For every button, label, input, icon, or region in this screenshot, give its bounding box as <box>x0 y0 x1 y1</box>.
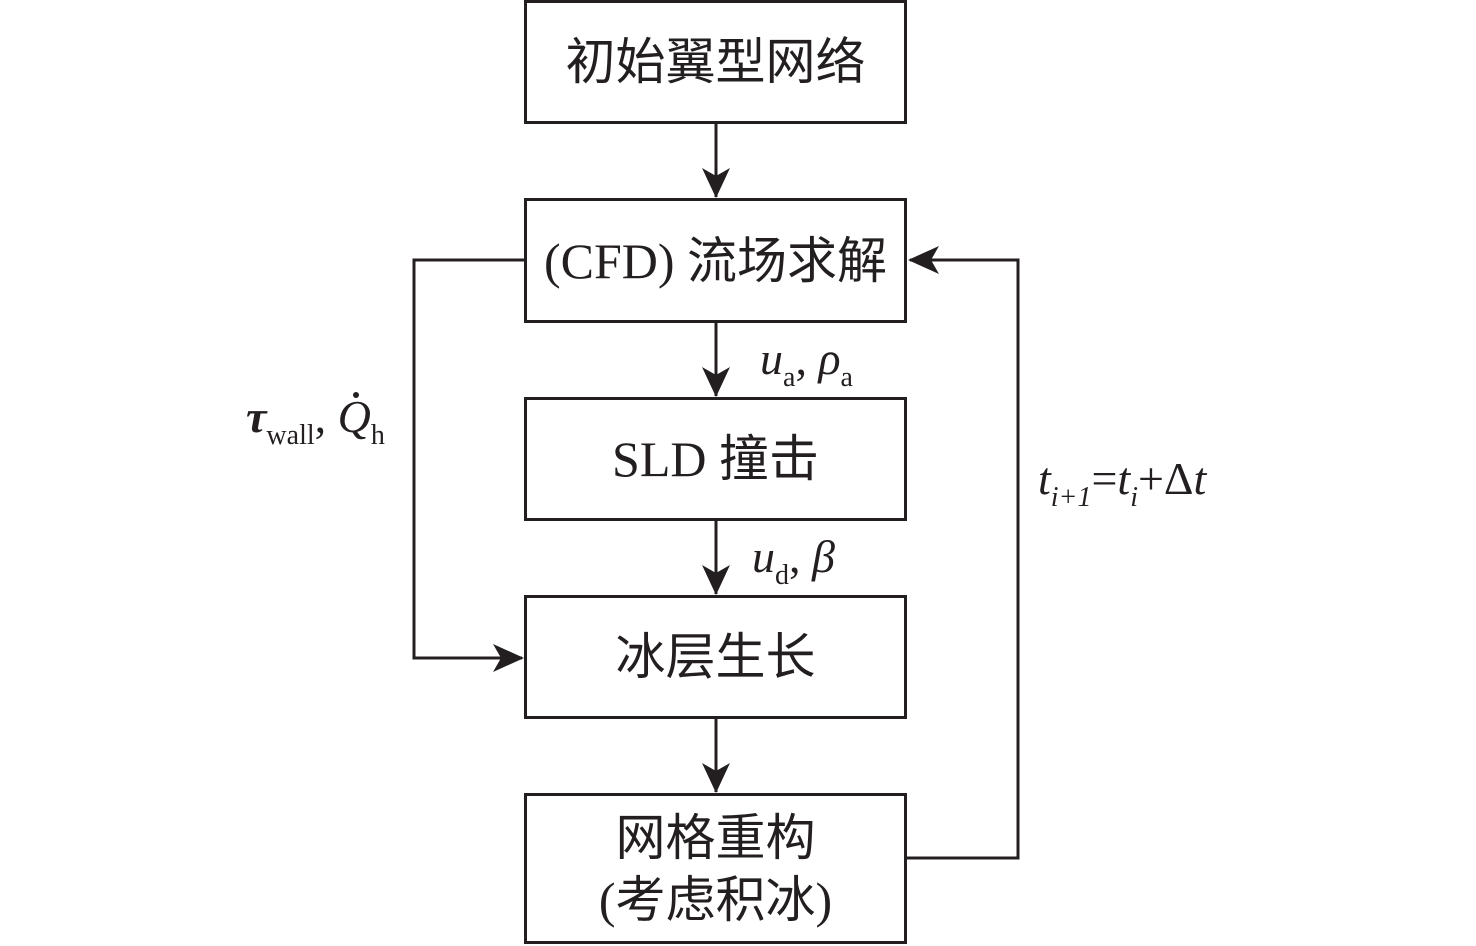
node-ice-growth: 冰层生长 <box>524 595 907 719</box>
arrowheads <box>493 168 939 793</box>
q-dot-symbol: Q <box>337 391 371 442</box>
node-label: 冰层生长 <box>615 629 816 685</box>
edge-label-sld-to-ice: ud, β <box>752 531 835 591</box>
arrowhead <box>908 246 939 274</box>
arrowhead <box>702 168 730 198</box>
arrow-remesh-to-cfd-loop <box>906 258 1020 860</box>
node-label: 初始翼型网络 <box>565 34 866 90</box>
arrowhead <box>702 763 730 793</box>
edge-label-cfd-to-ice: τwall, Qh <box>246 391 385 451</box>
node-remesh: 网格重构 (考虑积冰) <box>524 793 907 944</box>
arrow-cfd-to-ice-loop <box>412 258 525 660</box>
edge-label-cfd-to-sld: ua, ρa <box>760 333 853 393</box>
arrowhead <box>493 644 524 672</box>
edge-label-time-step: ti+1=ti+Δt <box>1038 453 1207 513</box>
node-sld-impingement: SLD 撞击 <box>524 397 907 521</box>
node-label-line1: 网格重构 <box>615 809 816 866</box>
node-initial-mesh: 初始翼型网络 <box>524 0 907 124</box>
node-label: SLD 撞击 <box>612 431 819 487</box>
node-label: (CFD) 流场求解 <box>543 232 888 289</box>
arrowhead <box>702 367 730 397</box>
node-cfd-solve: (CFD) 流场求解 <box>524 198 907 323</box>
arrowhead <box>702 565 730 595</box>
node-label-line2: (考虑积冰) <box>598 871 833 928</box>
